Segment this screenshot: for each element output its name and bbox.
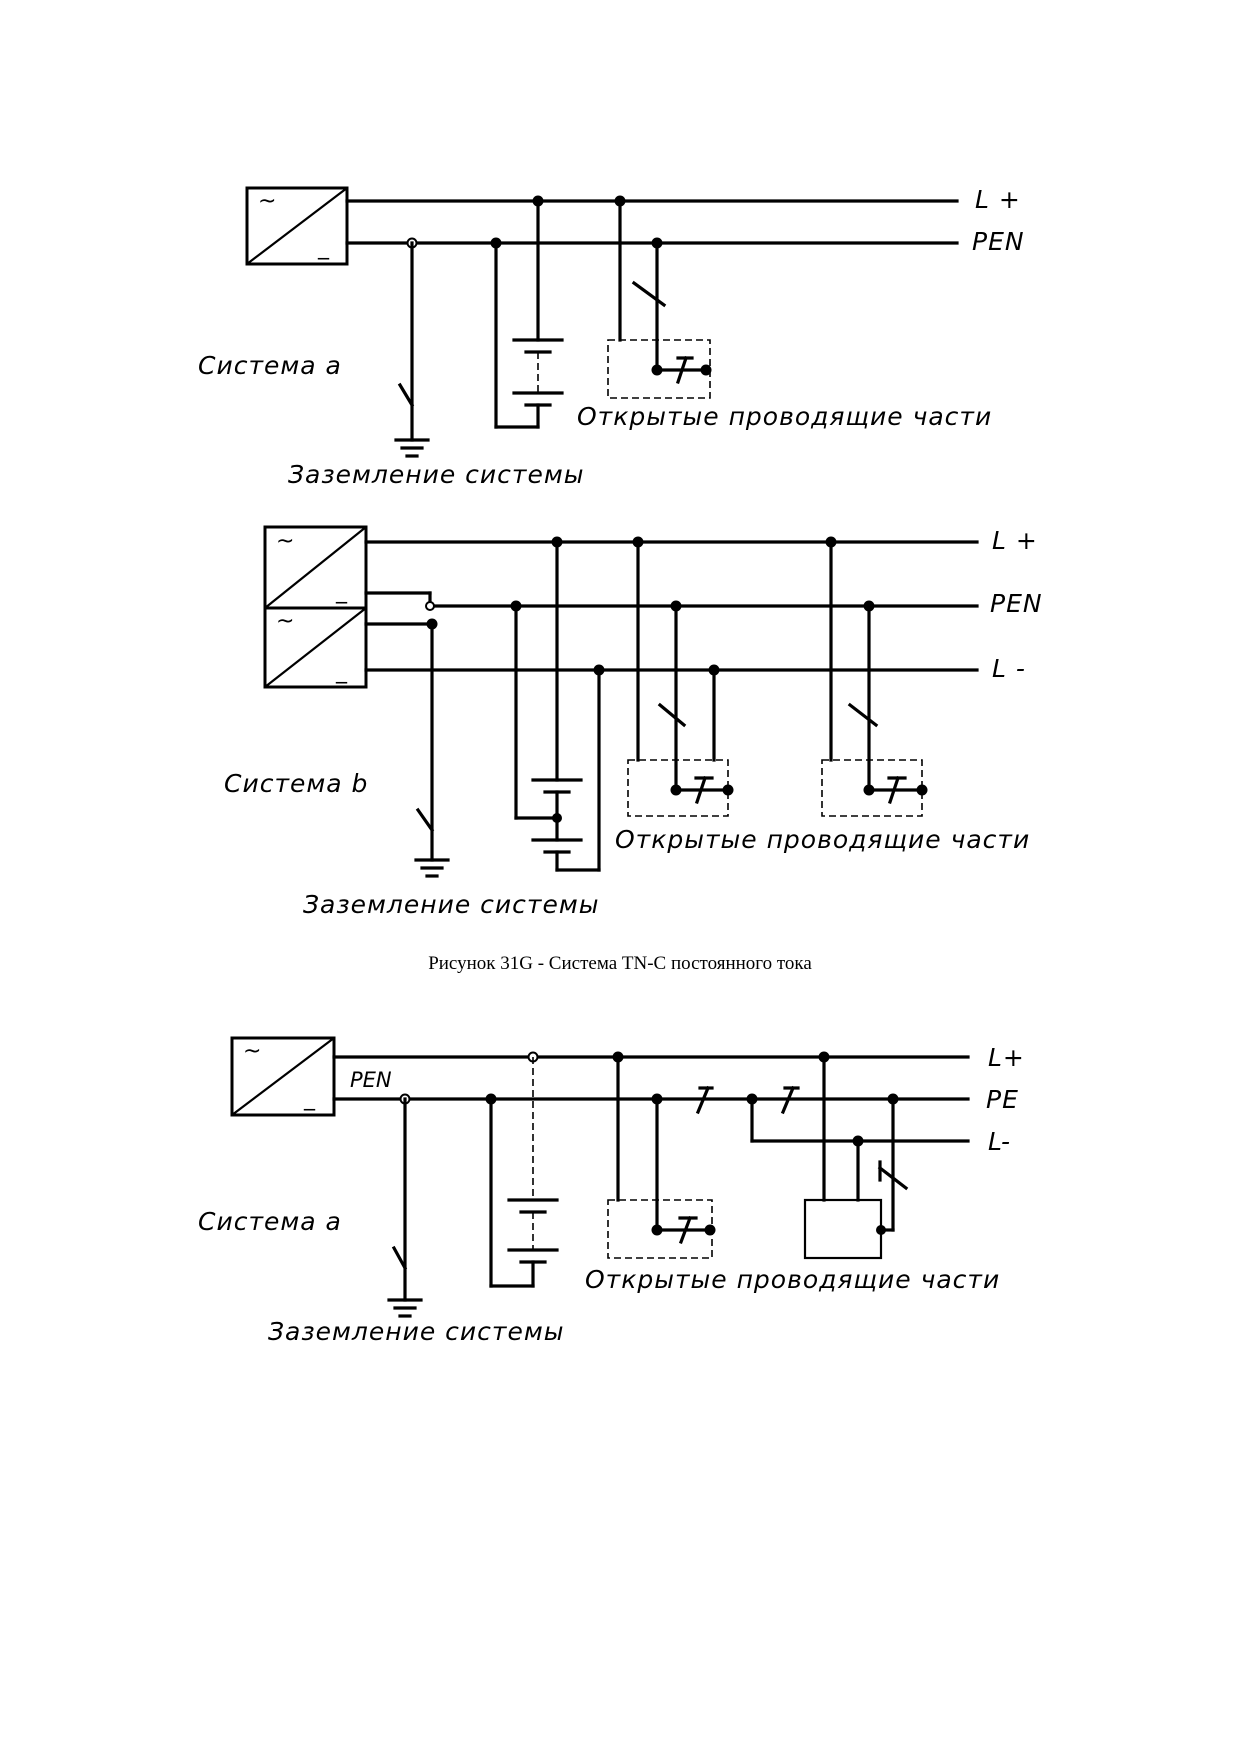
label-pen: PEN [990,589,1043,618]
label-l-plus: L + [975,185,1021,214]
pen-label: PEN [350,1068,392,1092]
diagram-system-a: ~ _ L + PEN [198,185,1025,489]
earthing-label: Заземление системы [303,890,599,919]
ac-symbol: ~ [243,1039,261,1064]
conductive-parts-label: Открытые проводящие части [615,825,1030,854]
system-label: Система b [224,769,368,798]
ac-symbol: ~ [258,189,276,214]
label-l-plus: L+ [988,1043,1025,1072]
diagram-system-b: ~ _ ~ _ L + PEN L - [224,525,1043,919]
label-l-minus: L - [992,654,1026,683]
label-pe: PE [986,1085,1019,1114]
label-pen: PEN [972,227,1025,256]
label-l-plus: L + [992,526,1038,555]
dc-source-box: ~ _ [245,186,349,266]
label-l-minus: L- [988,1127,1011,1156]
conductive-parts-label: Открытые проводящие части [585,1265,1000,1294]
system-label: Система a [198,1207,342,1236]
system-label: Система a [198,351,342,380]
ac-symbol: ~ [276,529,294,554]
dc-source-box: ~ _ [230,1036,336,1117]
earthing-label: Заземление системы [288,460,584,489]
figure-caption: Рисунок 31G - Система TN-C постоянного т… [428,953,812,974]
dc-source-box-lower: ~ _ [263,606,368,689]
conductive-parts-label: Открытые проводящие части [577,402,992,431]
conductive-part-box-2 [803,1198,883,1260]
ac-symbol: ~ [276,609,294,634]
dc-symbol: _ [335,579,348,604]
diagram-system-c: ~ _ PEN L+ PE L- [198,1036,1025,1346]
earthing-label: Заземление системы [268,1317,564,1346]
dc-source-box-upper: ~ _ [263,525,368,610]
dc-symbol: _ [335,659,348,684]
dc-symbol: _ [303,1086,316,1111]
conductive-part-box [607,339,711,399]
dc-symbol: _ [317,235,330,260]
